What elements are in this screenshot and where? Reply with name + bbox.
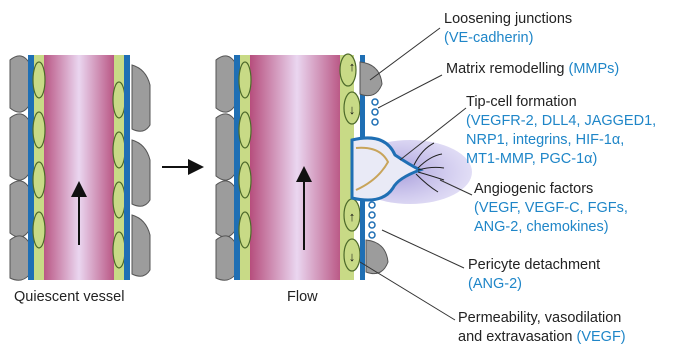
label-permeability-title: Permeability, vasodilation (458, 309, 626, 328)
svg-text:↑: ↑ (349, 209, 356, 224)
label-tip-cell-formation: Tip-cell formation (VEGFR-2, DLL4, JAGGE… (466, 93, 656, 169)
label-tipcell-line-2: NRP1, integrins, HIF-1α, (466, 131, 656, 150)
quiescent-vessel (10, 55, 150, 280)
label-loosening-detail: (VE-cadherin) (444, 29, 572, 48)
label-matrix-detail: (MMPs) (569, 61, 620, 77)
label-permeability-line2: and extravasation (458, 329, 572, 345)
label-matrix-remodelling: Matrix remodelling (MMPs) (446, 60, 619, 79)
quiescent-left-pericytes (10, 56, 30, 280)
caption-flow: Flow (287, 289, 318, 305)
label-angiogenic-line-1: (VEGF, VEGF-C, FGFs, (474, 199, 628, 218)
label-matrix-title: Matrix remodelling (446, 61, 564, 77)
label-angiogenic-factors: Angiogenic factors (VEGF, VEGF-C, FGFs, … (474, 180, 628, 237)
svg-text:↓: ↓ (349, 102, 356, 117)
label-tipcell-title: Tip-cell formation (466, 93, 656, 112)
quiescent-right-pericytes (132, 65, 150, 276)
activated-vessel: ↑ ↓ ↑ ↓ (216, 54, 472, 280)
label-permeability-detail: (VEGF) (577, 329, 626, 345)
label-loosening-junctions: Loosening junctions (VE-cadherin) (444, 10, 572, 48)
svg-text:↓: ↓ (349, 249, 356, 264)
label-pericyte-detachment: Pericyte detachment (ANG-2) (468, 256, 600, 294)
label-angiogenic-line-2: ANG-2, chemokines) (474, 218, 628, 237)
label-pericyte-title: Pericyte detachment (468, 256, 600, 275)
label-pericyte-detail: (ANG-2) (468, 275, 600, 294)
quiescent-right-endothelium (113, 55, 125, 280)
label-tipcell-line-3: MT1-MMP, PGC-1α) (466, 150, 656, 169)
activated-left-endothelium (239, 55, 251, 280)
caption-quiescent: Quiescent vessel (14, 289, 124, 305)
label-loosening-title: Loosening junctions (444, 10, 572, 29)
label-angiogenic-title: Angiogenic factors (474, 180, 628, 199)
svg-text:↑: ↑ (349, 59, 356, 74)
activated-left-pericytes (216, 56, 236, 280)
label-tipcell-line-1: (VEGFR-2, DLL4, JAGGED1, (466, 112, 656, 131)
label-permeability: Permeability, vasodilation and extravasa… (458, 309, 626, 347)
quiescent-left-endothelium (33, 55, 45, 280)
